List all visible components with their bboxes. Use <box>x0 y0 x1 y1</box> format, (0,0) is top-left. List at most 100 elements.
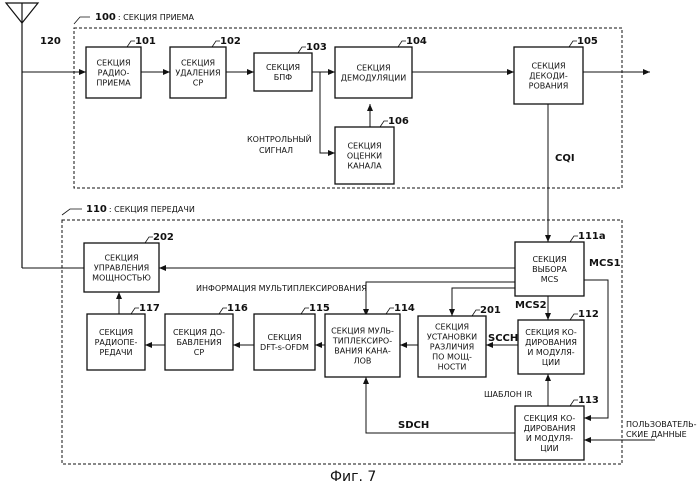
block-text-line: СЕКЦИЯ <box>96 59 130 68</box>
antenna-icon <box>6 3 38 268</box>
block-frame <box>325 314 400 377</box>
block-number: 117 <box>139 303 160 314</box>
block-text-line: СЕКЦИЯ <box>347 142 381 151</box>
block-number: 111a <box>578 231 606 242</box>
scch-label: SCCH <box>488 333 518 344</box>
block-text-line: СЕКЦИЯ <box>267 333 301 342</box>
block-text-line: ЛОВ <box>354 357 372 366</box>
block-text-line: ТИПЛЕКСИРО- <box>332 337 392 346</box>
number-leader <box>301 308 309 314</box>
block-104: СЕКЦИЯДЕМОДУЛЯЦИИ104 <box>335 36 427 98</box>
block-text-line: СЕКЦИЯ <box>531 62 565 71</box>
block-text-line: ЦИИ <box>542 358 560 367</box>
block-106: СЕКЦИЯОЦЕНКИКАНАЛА 106 <box>335 116 409 184</box>
block-text-line: DFT-s-OFDM <box>260 343 309 352</box>
pilot-signal-label: КОНТРОЛЬНЫЙСИГНАЛ <box>247 133 312 155</box>
block-105: СЕКЦИЯДЕКОДИ-РОВАНИЯ105 <box>514 36 598 104</box>
block-number: 101 <box>135 36 156 47</box>
block-text-line: СЕКЦИЯ <box>104 254 138 263</box>
block-number: 106 <box>388 116 409 127</box>
ir-template-label: ШАБЛОН IR <box>484 390 533 399</box>
block-text-line: ВАНИЯ КАНА- <box>334 347 391 356</box>
number-leader <box>219 308 227 314</box>
block-text-line: ДИРОВАНИЯ <box>524 424 576 433</box>
block-116: СЕКЦИЯ ДО-БАВЛЕНИЯСР116 <box>165 303 248 370</box>
block-text-line: ДЕМОДУЛЯЦИИ <box>341 74 406 83</box>
block-text-line: СЕКЦИЯ <box>356 64 390 73</box>
number-leader <box>398 41 406 47</box>
block-117: СЕКЦИЯРАДИОПЕ-РЕДАЧИ 117 <box>87 303 160 370</box>
block-number: 201 <box>480 305 501 316</box>
cqi-label: CQI <box>555 153 575 164</box>
block-text-line: ВЫБОРА <box>532 265 567 274</box>
block-number: 113 <box>578 395 599 406</box>
transmit-section-label: 110: СЕКЦИЯ ПЕРЕДАЧИ <box>86 204 195 215</box>
block-text-line: СЕКЦИЯ <box>181 59 215 68</box>
block-101: СЕКЦИЯРАДИО-ПРИЕМА 101 <box>86 36 156 98</box>
block-number: 103 <box>306 42 327 53</box>
number-leader <box>472 310 480 316</box>
block-text-line: ДИРОВАНИЯ <box>525 338 577 347</box>
block-text-line: СЕКЦИЯ КО- <box>524 414 576 423</box>
block-113: СЕКЦИЯ КО-ДИРОВАНИЯИ МОДУЛЯ-ЦИИ 113 <box>515 395 599 460</box>
block-102: СЕКЦИЯУДАЛЕНИЯСР102 <box>170 36 241 98</box>
block-text-line: СР <box>193 79 204 88</box>
block-text-line: МОЩНОСТЬЮ <box>92 274 151 283</box>
block-text-line: РАДИОПЕ- <box>95 338 138 347</box>
block-text-line: БАВЛЕНИЯ <box>176 338 221 347</box>
block-115: СЕКЦИЯDFT-s-OFDM 115 <box>254 303 330 370</box>
block-text-line: РАЗЛИЧИЯ <box>430 343 474 352</box>
block-number: 115 <box>309 303 330 314</box>
number-leader <box>127 41 135 47</box>
number-leader <box>570 314 578 320</box>
antenna-label: 120 <box>40 36 61 47</box>
figure-caption: Фиг. 7 <box>330 469 376 485</box>
block-text-line: КАНАЛА <box>347 162 382 171</box>
number-leader <box>298 47 306 53</box>
block-text-line: УПРАВЛЕНИЯ <box>94 264 149 273</box>
block-text-line: НОСТИ <box>438 363 467 372</box>
block-text-line: ПРИЕМА <box>96 79 131 88</box>
block-text-line: СЕКЦИЯ <box>99 328 133 337</box>
block-103: СЕКЦИЯБПФ 103 <box>254 42 327 91</box>
number-leader <box>570 400 578 406</box>
number-leader <box>131 308 139 314</box>
block-text-line: СЕКЦИЯ МУЛЬ- <box>331 327 394 336</box>
mcs2-label: MCS2 <box>515 300 547 311</box>
block-text-line: СЕКЦИЯ <box>435 323 469 332</box>
block-frame <box>254 53 312 91</box>
block-text-line: ЦИИ <box>540 444 558 453</box>
block-text-line: РАДИО- <box>98 69 130 78</box>
block-text-line: СЕКЦИЯ <box>266 63 300 72</box>
number-leader <box>569 41 577 47</box>
block-text-line: ПО МОЩ- <box>432 353 472 362</box>
block-202: СЕКЦИЯУПРАВЛЕНИЯМОЩНОСТЬЮ 202 <box>84 232 174 292</box>
block-112: СЕКЦИЯ КО-ДИРОВАНИЯИ МОДУЛЯ-ЦИИ 112 <box>518 309 599 374</box>
block-number: 102 <box>220 36 241 47</box>
block-text-line: СР <box>194 348 205 357</box>
block-text-line: ОЦЕНКИ <box>347 152 382 161</box>
block-frame <box>335 47 412 98</box>
receive-section-label: 100: СЕКЦИЯ ПРИЕМА <box>95 12 195 23</box>
block-text-line: РОВАНИЯ <box>529 82 569 91</box>
block-number: 112 <box>578 309 599 320</box>
block-number: 202 <box>153 232 174 243</box>
block-text-line: СЕКЦИЯ КО- <box>525 328 577 337</box>
block-text-line: СЕКЦИЯ ДО- <box>173 328 225 337</box>
block-text-line: ДЕКОДИ- <box>529 72 568 81</box>
block-text-line: MCS <box>541 275 559 284</box>
block-text-line: СЕКЦИЯ <box>532 255 566 264</box>
number-leader <box>212 41 220 47</box>
mux-info-label: ИНФОРМАЦИЯ МУЛЬТИПЛЕКСИРОВАНИЯ <box>196 284 367 293</box>
block-text-line: И МОДУЛЯ- <box>526 434 573 443</box>
number-leader <box>386 308 394 314</box>
number-leader <box>145 237 153 243</box>
block-text-line: РЕДАЧИ <box>99 348 132 357</box>
block-text-line: БПФ <box>274 73 293 82</box>
number-leader <box>380 121 388 127</box>
block-number: 114 <box>394 303 415 314</box>
block-text-line: И МОДУЛЯ- <box>527 348 574 357</box>
number-leader <box>570 236 578 242</box>
mcs1-label: MCS1 <box>589 258 621 269</box>
